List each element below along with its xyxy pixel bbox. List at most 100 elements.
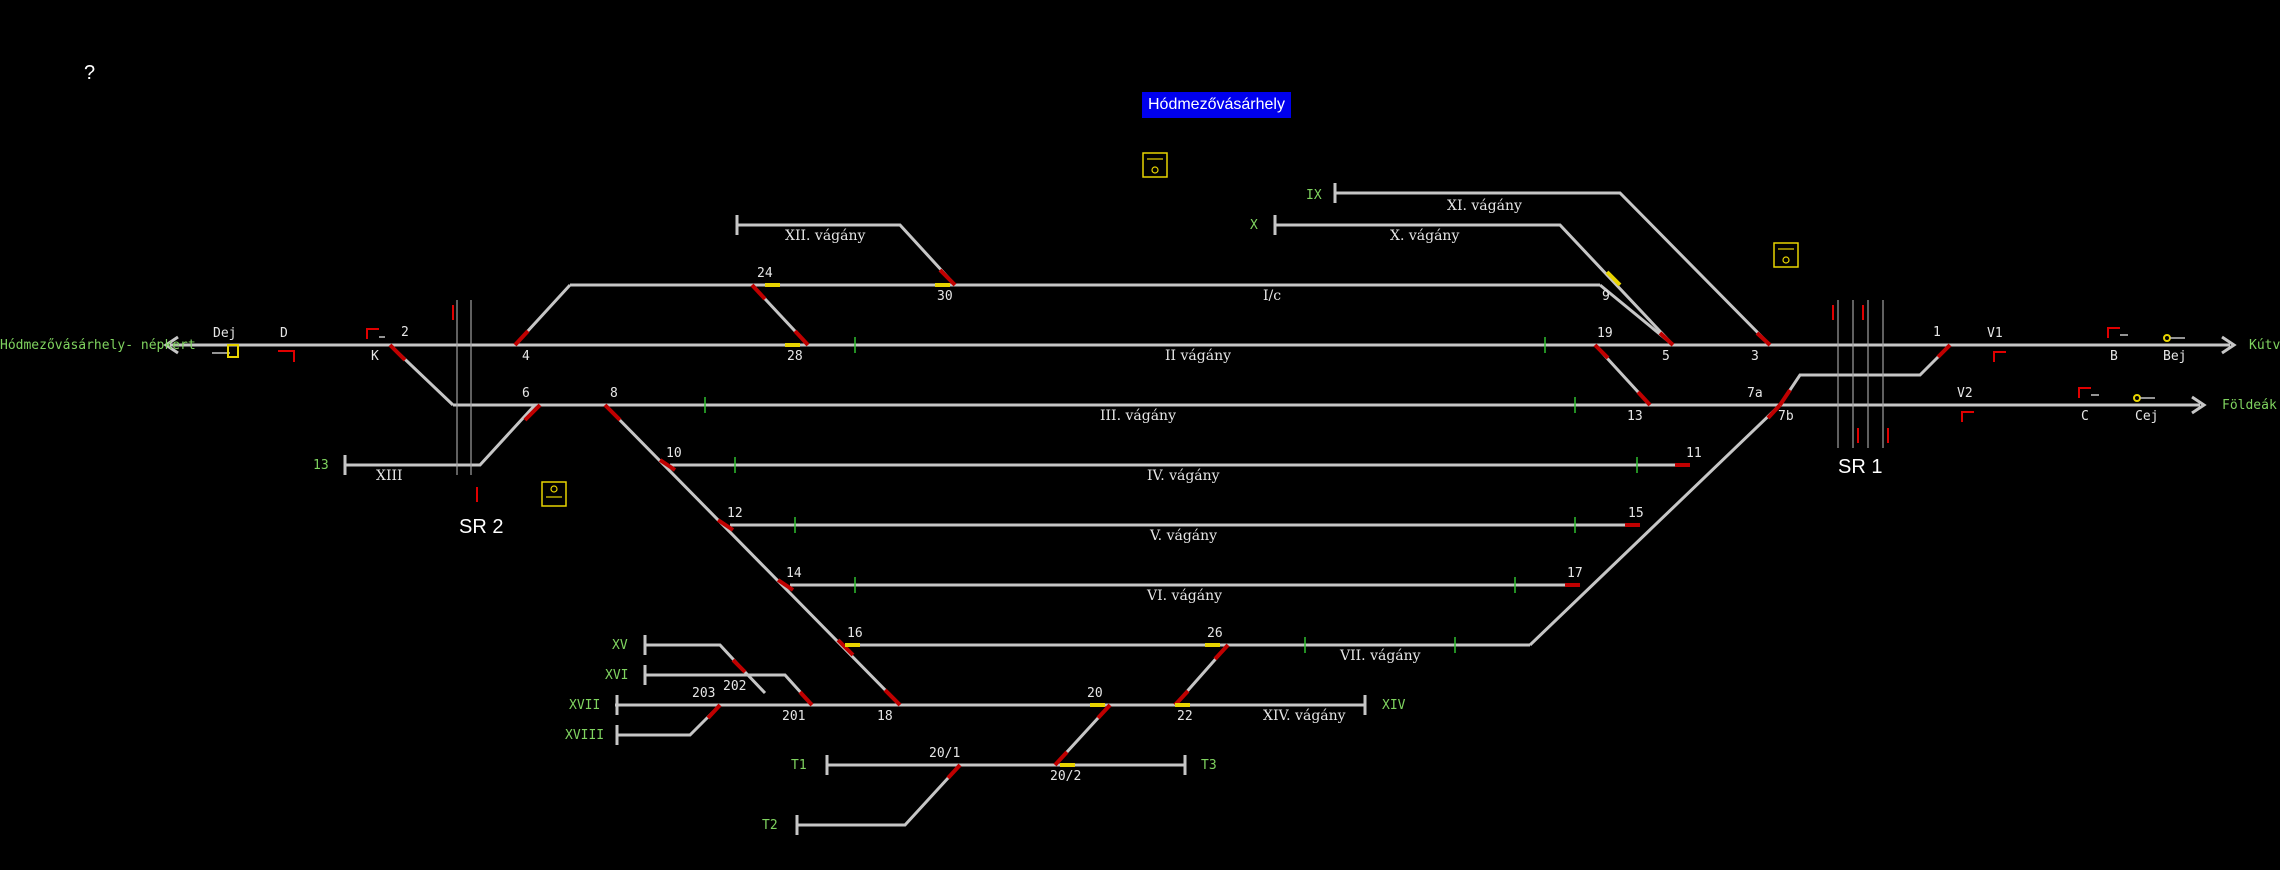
signal-box-icon[interactable] (541, 481, 567, 507)
signal-dej-label[interactable]: Dej (213, 326, 236, 341)
switch-203-label[interactable]: 203 (692, 686, 715, 701)
switch-20-label[interactable]: 20 (1087, 686, 1103, 701)
switch-18-label[interactable]: 18 (877, 709, 893, 724)
track-label-x: X. vágány (1390, 228, 1459, 244)
help-button[interactable]: ? (84, 62, 96, 84)
switch-3-label[interactable]: 3 (1751, 349, 1759, 364)
siding-t2-label: T2 (762, 818, 778, 833)
signal-box-icon[interactable] (1142, 152, 1168, 178)
signal-dej[interactable] (212, 344, 239, 358)
switch-14-label[interactable]: 14 (786, 566, 802, 581)
right-route-arrow-icon (2221, 335, 2237, 355)
switch-9-label[interactable]: 9 (1602, 289, 1610, 304)
track-label-xiii: XIII (376, 468, 403, 484)
switch-19-label[interactable]: 19 (1597, 326, 1613, 341)
insulated-joints (704, 337, 1638, 653)
switch-20-1-label[interactable]: 20/1 (929, 746, 960, 761)
switch-26-label[interactable]: 26 (1207, 626, 1223, 641)
switch-30-label[interactable]: 30 (937, 289, 953, 304)
signal-k-label[interactable]: K (371, 349, 379, 364)
siding-t3-label: T3 (1201, 758, 1217, 773)
track-t2[interactable] (797, 763, 962, 827)
switch-28-label[interactable]: 28 (787, 349, 803, 364)
siding-ix-label: IX (1306, 188, 1322, 203)
track-label-xii: XII. vágány (785, 228, 866, 244)
switch-2-label[interactable]: 2 (401, 325, 409, 340)
track-label-v: V. vágány (1149, 528, 1217, 544)
siding-13-label: 13 (313, 458, 329, 473)
switch-202-label[interactable]: 202 (723, 679, 746, 694)
switch-8-label[interactable]: 8 (610, 386, 618, 401)
switch-5-label[interactable]: 5 (1662, 349, 1670, 364)
direction-foldeak-label[interactable]: Földeák (2222, 398, 2277, 413)
siding-x-label: X (1250, 218, 1258, 233)
track-label-iv: IV. vágány (1147, 468, 1220, 484)
switch-7b-label[interactable]: 7b (1778, 409, 1794, 424)
switch-17-label[interactable]: 17 (1567, 566, 1583, 581)
siding-xviii-label: XVIII (565, 728, 604, 743)
switch-12-label[interactable]: 12 (727, 506, 743, 521)
signals (212, 305, 2185, 502)
switch-1-label[interactable]: 1 (1933, 325, 1941, 340)
track-label-vii: VII. vágány (1339, 648, 1421, 664)
switch-16-label[interactable]: 16 (847, 626, 863, 641)
switch-7a-label[interactable]: 7a (1747, 386, 1763, 401)
switch-13-label[interactable]: 13 (1627, 409, 1643, 424)
signal-b[interactable] (2107, 327, 2128, 338)
signal-d-label[interactable]: D (280, 326, 288, 341)
signal-bej[interactable] (2163, 334, 2185, 342)
signal-d[interactable] (278, 350, 295, 362)
switch-11-label[interactable]: 11 (1686, 446, 1702, 461)
signal-c[interactable] (2078, 387, 2099, 398)
track-label-xiv: XIV. vágány (1263, 708, 1346, 724)
signal-c-label[interactable]: C (2081, 409, 2089, 424)
track-label-vi: VI. vágány (1146, 588, 1222, 604)
track-xi[interactable] (1335, 191, 1772, 347)
signal-v2-label[interactable]: V2 (1957, 386, 1973, 401)
left-route-arrow-icon (163, 335, 179, 355)
signal-k[interactable] (366, 328, 385, 339)
foldeak-route-arrow-icon (2191, 395, 2207, 415)
switch-6-label[interactable]: 6 (522, 386, 530, 401)
signal-v2[interactable] (1961, 411, 1974, 422)
interlocking-separators (456, 300, 1884, 475)
switch-201-label[interactable]: 201 (782, 709, 805, 724)
signal-bej-label[interactable]: Bej (2163, 349, 2186, 364)
switch-10-label[interactable]: 10 (666, 446, 682, 461)
sidings (343, 183, 1772, 835)
signal-b-label[interactable]: B (2110, 349, 2118, 364)
track-x[interactable] (1275, 223, 1675, 347)
switch-22-label[interactable]: 22 (1177, 709, 1193, 724)
siding-xv-label: XV (612, 638, 628, 653)
siding-xvi-label: XVI (605, 668, 628, 683)
signal-cej-label[interactable]: Cej (2135, 409, 2158, 424)
signal-box-icon[interactable] (1773, 242, 1799, 268)
station-name-badge[interactable]: Hódmezővásárhely (1142, 92, 1291, 118)
interlocking-sr2-label: SR 2 (459, 516, 503, 538)
shunting-signal-icon (452, 305, 1889, 502)
interlocking-sr1-label: SR 1 (1838, 456, 1882, 478)
track-label-iii: III. vágány (1100, 408, 1176, 424)
labels: Hódmezővásárhely- népkert Kútvölgy Földe… (0, 188, 2280, 833)
track-xiii[interactable] (345, 403, 537, 467)
switch-blades (388, 268, 1952, 780)
track-xv[interactable] (645, 643, 747, 674)
signal-v1-label[interactable]: V1 (1987, 326, 2003, 341)
track-label-ii: II vágány (1165, 348, 1231, 364)
signal-cej[interactable] (2133, 394, 2155, 402)
direction-right-label[interactable]: Kútvölgy (2249, 338, 2280, 353)
siding-xvii-label: XVII (569, 698, 600, 713)
track-label-xi: XI. vágány (1447, 198, 1522, 214)
track-xii[interactable] (737, 223, 957, 287)
switch-20-2-label[interactable]: 20/2 (1050, 769, 1081, 784)
track-xviii[interactable] (617, 703, 722, 737)
switch-15-label[interactable]: 15 (1628, 506, 1644, 521)
direction-left-label[interactable]: Hódmezővásárhely- népkert (0, 338, 196, 353)
switch-4-label[interactable]: 4 (522, 349, 530, 364)
signal-v1[interactable] (1993, 351, 2006, 362)
switch-24-label[interactable]: 24 (757, 266, 773, 281)
track-label-i-c: I/c (1263, 288, 1281, 304)
siding-t1-label: T1 (791, 758, 807, 773)
siding-xiv-label: XIV (1382, 698, 1406, 713)
